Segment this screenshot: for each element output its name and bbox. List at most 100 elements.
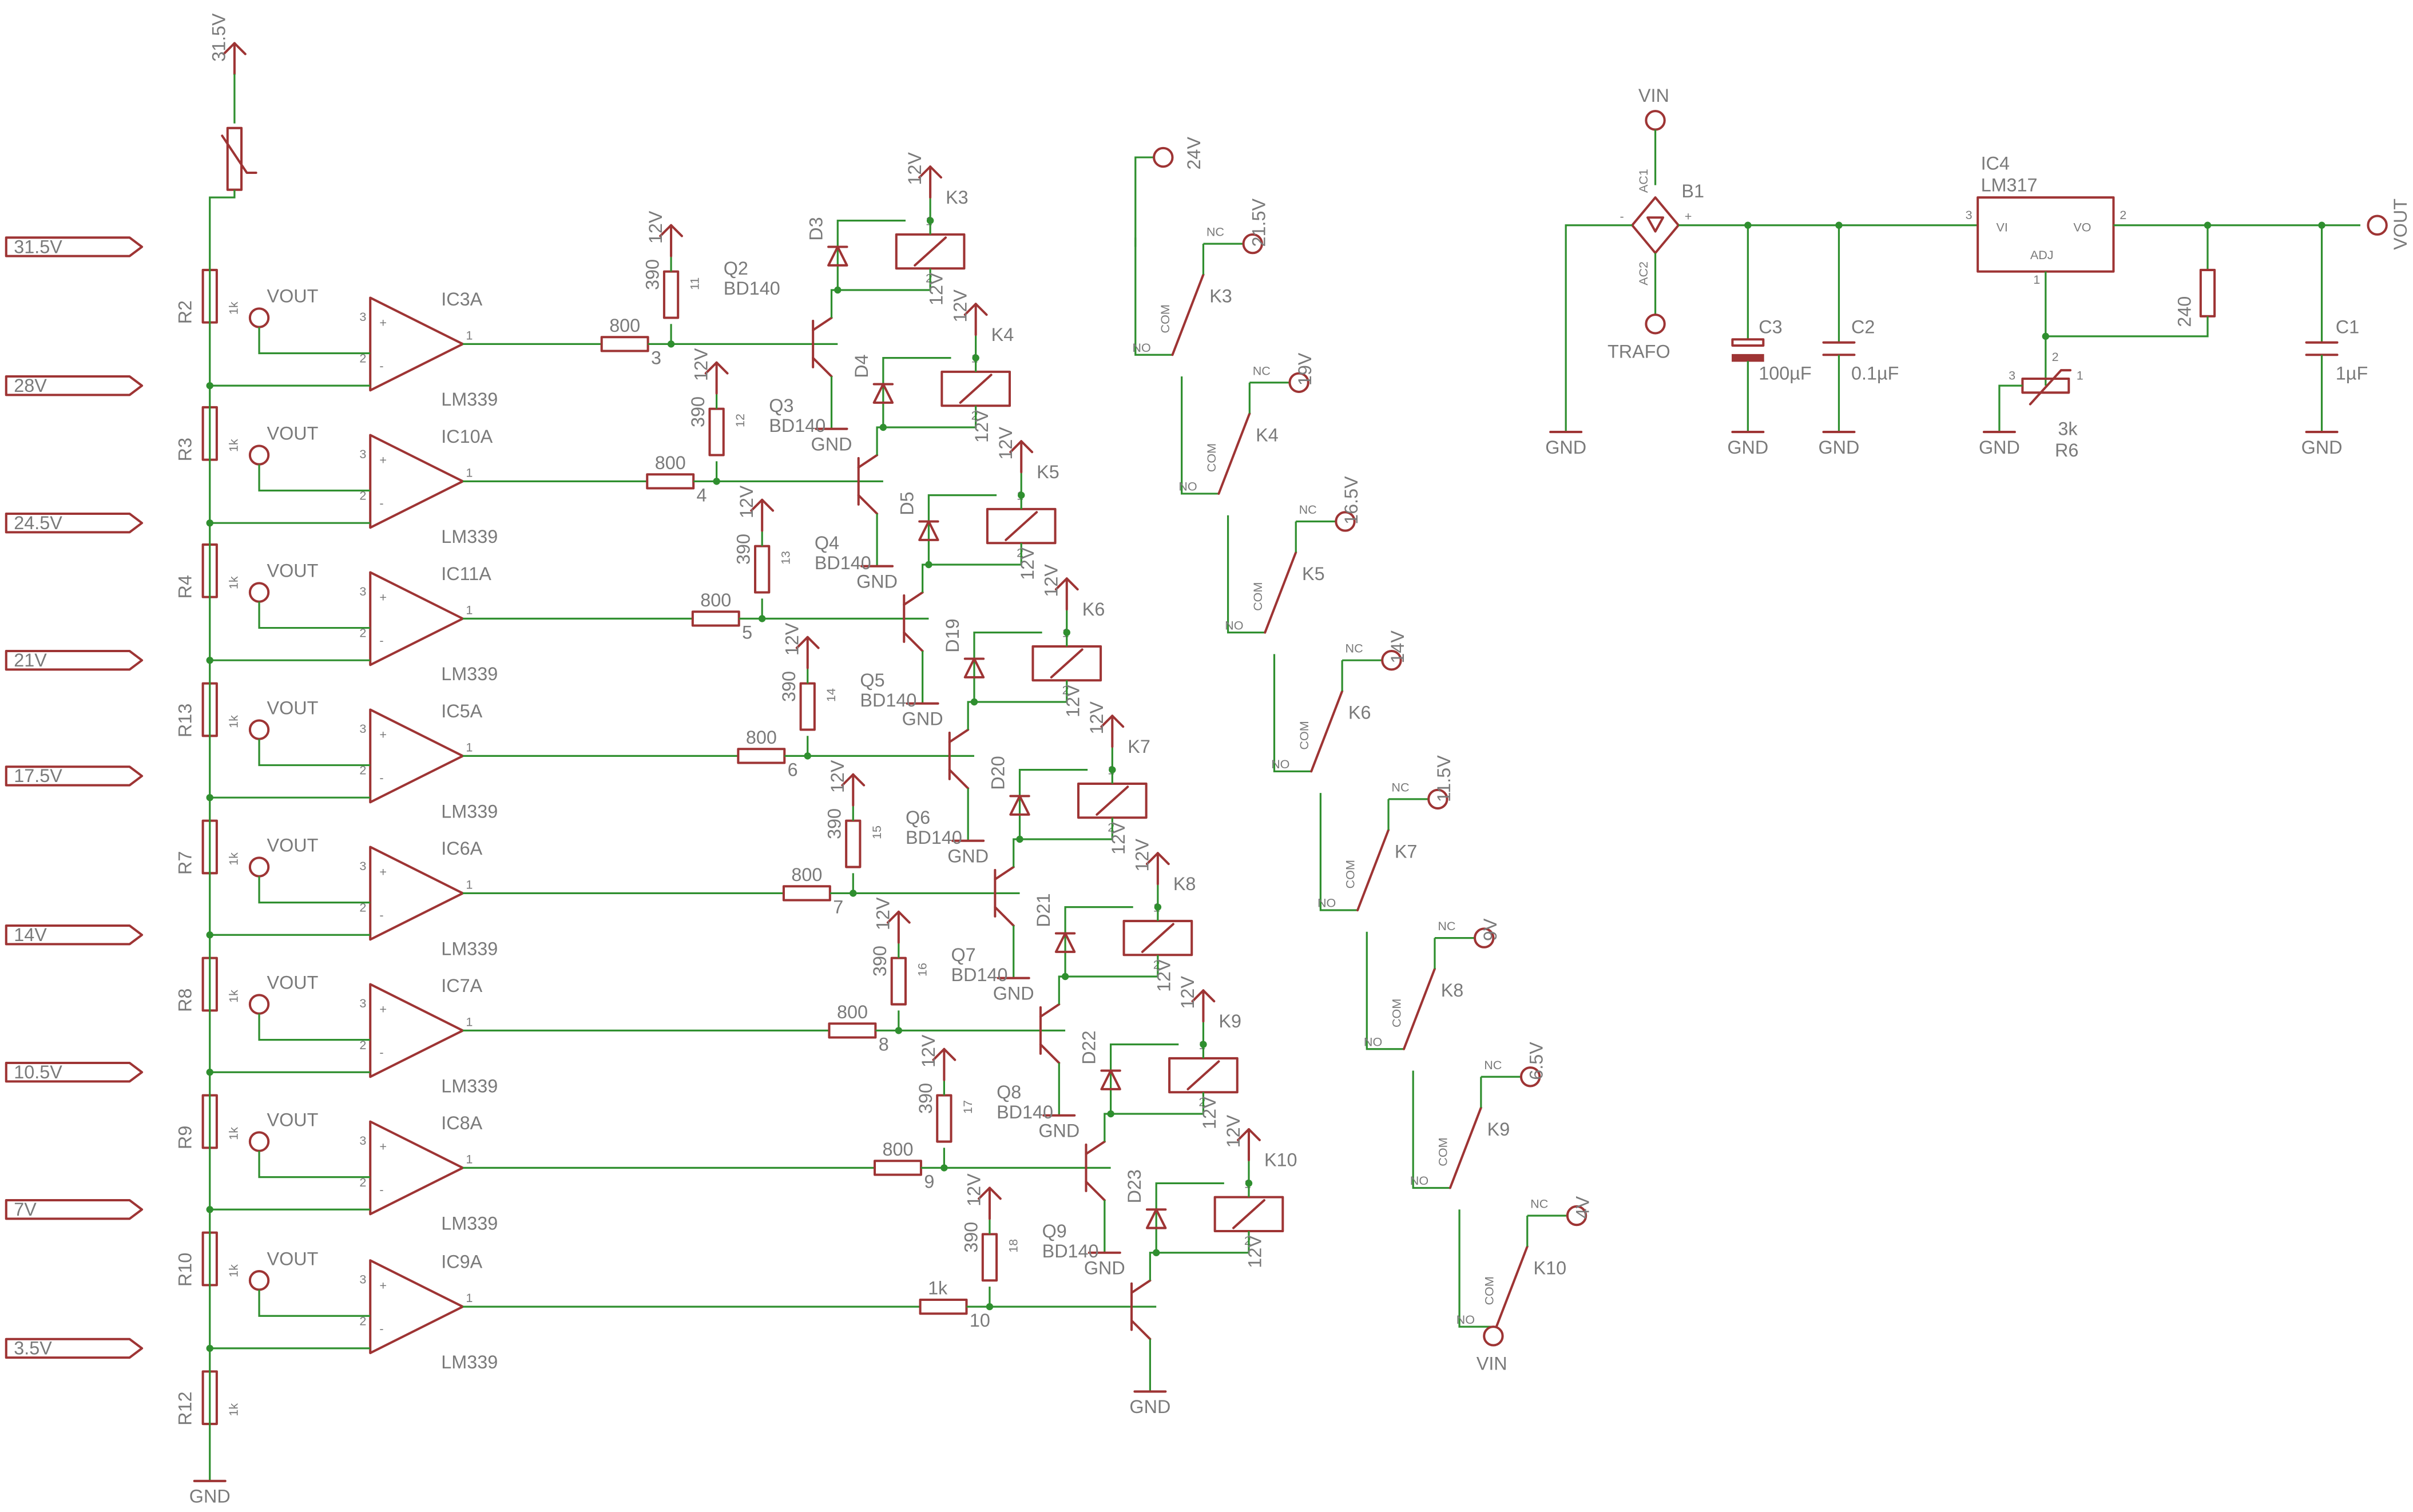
base-resistor-index: 3 — [651, 347, 661, 368]
base-resistor-index: 9 — [924, 1171, 934, 1192]
diode-triangle — [827, 245, 848, 267]
net-label-flag: 21V — [5, 650, 144, 671]
pullup-index: 17 — [961, 1100, 975, 1114]
vin-label: VIN — [1477, 1354, 1507, 1374]
pot-ref: R6 — [2055, 440, 2078, 461]
switch-relay-ref: K6 — [1348, 703, 1371, 723]
base-resistor-value: 800 — [837, 1002, 868, 1022]
ic-vo: VO — [2073, 220, 2091, 235]
wire — [1013, 769, 1088, 867]
switch-terminal — [1242, 233, 1263, 255]
pullup-value: 390 — [779, 671, 799, 702]
resistor-body — [708, 407, 725, 457]
vout-label: VOUT — [267, 423, 319, 444]
supply-label: 12V — [964, 1173, 985, 1207]
ic-adj: ADJ — [2030, 248, 2054, 262]
pin-num: 1 — [466, 877, 473, 891]
relay-supply-label: 12V — [1017, 547, 1038, 580]
junction-dot — [206, 1344, 213, 1352]
pullup-index: 15 — [870, 826, 884, 839]
pullup-value: 390 — [733, 534, 754, 565]
wire — [928, 543, 1022, 566]
arrow-head — [978, 1186, 1002, 1200]
transistor-ref: Q7 — [951, 944, 976, 965]
com-label: COM — [1297, 721, 1311, 749]
diode-triangle — [1145, 1208, 1167, 1229]
vout-terminal — [2367, 215, 2388, 236]
wire — [1319, 793, 1358, 911]
wire — [209, 189, 236, 255]
relay-ref: K8 — [1173, 874, 1196, 894]
transistor-ref: Q4 — [815, 533, 839, 553]
nc-voltage-label: 16.5V — [1341, 476, 1362, 525]
comparator-triangle — [369, 983, 465, 1078]
label: R7 — [174, 851, 195, 875]
comparator-ref: IC9A — [441, 1252, 482, 1272]
relay-supply-label: 12V — [1199, 1096, 1220, 1129]
flag-outline — [5, 236, 144, 257]
comp-plus: + — [379, 865, 387, 879]
supply-arrow: 12V — [950, 289, 988, 336]
resistor-body — [600, 336, 649, 352]
net-label-flag: 3.5V — [5, 1338, 144, 1359]
transistor-emitter — [903, 591, 924, 606]
arrow-head — [222, 42, 247, 55]
net-label-flag: 31.5V — [5, 236, 144, 257]
wire — [1149, 1182, 1224, 1281]
ground-label: GND — [2301, 437, 2343, 458]
coil-slash — [914, 236, 947, 267]
ground-label: GND — [1545, 437, 1586, 458]
pot-wiper-arrow — [221, 134, 257, 174]
supply-label: 31.5V — [209, 13, 229, 62]
ladder-vin: VIN — [1477, 1326, 1507, 1374]
flag-outline — [5, 1062, 144, 1083]
resistor-body — [828, 1022, 877, 1039]
switch-blade — [1448, 1106, 1482, 1189]
supply-label: 12V — [782, 622, 803, 656]
relay-ref: K7 — [1128, 736, 1150, 757]
no-label: NO — [1410, 1173, 1428, 1188]
base-resistor-value: 800 — [609, 315, 640, 336]
junction-dot — [1245, 1180, 1253, 1187]
label: R4 — [174, 575, 195, 598]
relay-supply-label: 12V — [1153, 959, 1174, 992]
wire — [1458, 1209, 1497, 1328]
bridge-rectifier — [1631, 196, 1680, 255]
resistor-body — [799, 682, 816, 731]
vout-terminal — [248, 445, 270, 466]
switch-relay-ref: K3 — [1209, 286, 1232, 307]
switch-terminal — [1519, 1066, 1541, 1088]
net-label: 17.5V — [14, 765, 62, 786]
flag-outline — [5, 1199, 144, 1220]
transistor-collector — [948, 768, 970, 790]
coil-slash — [1096, 785, 1129, 816]
nc-voltage-label: 14V — [1387, 630, 1408, 664]
no-label: NO — [1317, 896, 1336, 910]
pin-num: 2 — [359, 1038, 366, 1052]
net-label-flag: 28V — [5, 375, 144, 396]
wire — [258, 876, 371, 904]
wire — [1058, 906, 1133, 1005]
supply-arrow: 12V — [904, 152, 943, 199]
wire — [974, 680, 1068, 703]
transistor-emitter — [948, 728, 970, 744]
resistor-body — [890, 957, 907, 1006]
ground-symbol: GND — [1545, 431, 1586, 458]
nc-voltage-label: 11.5V — [1434, 755, 1454, 803]
relay-supply-label: 12V — [1245, 1235, 1265, 1268]
comparator-ref: IC10A — [441, 426, 493, 447]
resistor-body — [754, 545, 771, 594]
arrow-head — [1191, 989, 1216, 1003]
wire — [1227, 515, 1265, 634]
ground-label: GND — [1819, 437, 1860, 458]
base-resistor-value: 800 — [883, 1139, 914, 1160]
ground-label: GND — [947, 846, 989, 866]
coil-slash — [1050, 648, 1084, 678]
supply-label: 12V — [1177, 976, 1198, 1009]
comp-minus: - — [379, 359, 383, 373]
supply-label: 12V — [873, 897, 894, 930]
comparator-type: LM339 — [441, 1352, 498, 1372]
pot-wiper-arrow — [2029, 369, 2071, 406]
